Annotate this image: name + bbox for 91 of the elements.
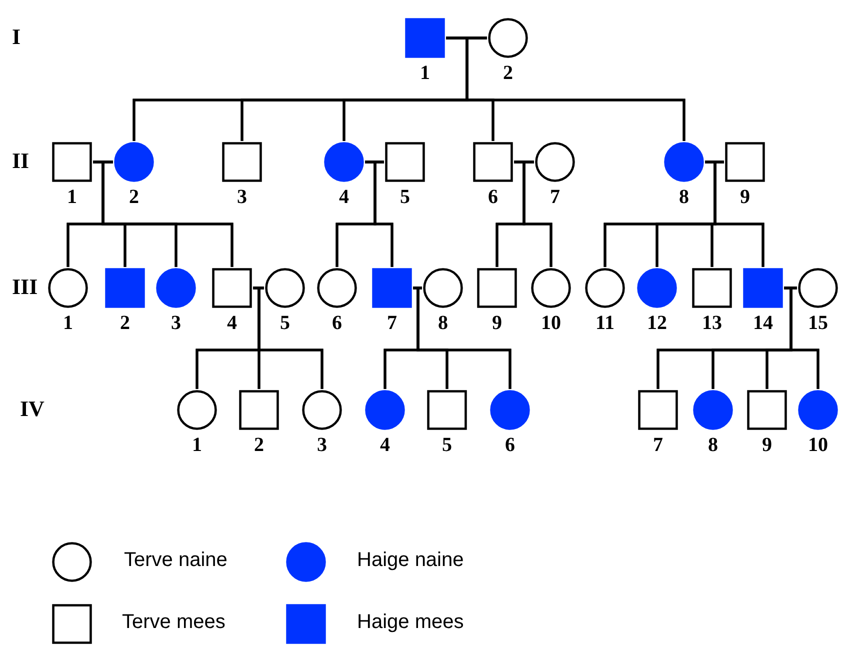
generation-label: II (12, 148, 30, 174)
male-square (472, 141, 514, 183)
individual-number: 2 (254, 434, 264, 457)
descent-line (790, 286, 820, 389)
male-square (724, 141, 766, 183)
female-circle (422, 267, 464, 309)
individual-number: 3 (317, 434, 327, 457)
male-square (426, 389, 468, 431)
individual-number: 7 (550, 186, 560, 209)
individual-number: 6 (332, 312, 342, 335)
individual-number: 10 (808, 434, 828, 457)
marriage-line (365, 160, 384, 164)
legend-label: Haige mees (357, 611, 464, 634)
individual-number: 5 (400, 186, 410, 209)
male-square (404, 17, 446, 59)
male-square (371, 267, 413, 309)
individual-number: 13 (702, 312, 722, 335)
individual-number: 10 (541, 312, 561, 335)
individual-number: 9 (762, 434, 772, 457)
male-square (221, 141, 263, 183)
male-square (104, 267, 146, 309)
female-circle (797, 267, 839, 309)
individual-number: 1 (420, 62, 430, 85)
individual-number: 3 (237, 186, 247, 209)
male-square (691, 267, 733, 309)
marriage-line (413, 286, 422, 290)
female-circle (301, 389, 343, 431)
legend-label: Terve naine (124, 549, 228, 572)
male-square (746, 389, 788, 431)
female-circle (323, 141, 365, 183)
individual-number: 11 (596, 312, 614, 335)
individual-number: 5 (442, 434, 452, 457)
male-square (476, 267, 518, 309)
marriage-line (253, 286, 264, 290)
female-circle (489, 389, 531, 431)
individual-number: 2 (503, 62, 513, 85)
individual-number: 4 (339, 186, 349, 209)
female-circle (264, 267, 306, 309)
individual-number: 14 (753, 312, 773, 335)
individual-number: 4 (227, 312, 237, 335)
individual-number: 1 (192, 434, 202, 457)
individual-number: 2 (129, 186, 139, 209)
marriage-line (93, 160, 113, 164)
female-circle (176, 389, 218, 431)
individual-number: 7 (387, 312, 397, 335)
marriage-line (705, 160, 724, 164)
individual-number: 1 (63, 312, 73, 335)
male-square (384, 141, 426, 183)
female-circle (530, 267, 572, 309)
female-circle (155, 267, 197, 309)
individual-number: 3 (171, 312, 181, 335)
marriage-line (446, 36, 487, 40)
female-circle (663, 141, 705, 183)
marriage-line (784, 286, 797, 290)
male-square (637, 389, 679, 431)
descent-line (522, 160, 552, 267)
individual-number: 15 (808, 312, 828, 335)
female-circle (487, 17, 529, 59)
individual-number: 8 (679, 186, 689, 209)
individual-number: 6 (505, 434, 515, 457)
male-square (742, 267, 784, 309)
generation-label: I (12, 24, 21, 50)
individual-number: 2 (120, 312, 130, 335)
individual-number: 4 (380, 434, 390, 457)
generation-label: IV (20, 396, 44, 422)
male-square (211, 267, 253, 309)
individual-number: 8 (438, 312, 448, 335)
generation-label: III (12, 274, 38, 300)
individual-number: 9 (492, 312, 502, 335)
male-square (238, 389, 280, 431)
female-circle (316, 267, 358, 309)
female-circle (636, 267, 678, 309)
individual-number: 5 (280, 312, 290, 335)
individual-number: 6 (488, 186, 498, 209)
male-square (51, 141, 93, 183)
female-circle (113, 141, 155, 183)
legend-label: Terve mees (122, 611, 226, 634)
individual-number: 7 (653, 434, 663, 457)
female-circle (797, 389, 839, 431)
female-circle (47, 267, 89, 309)
female-circle (692, 389, 734, 431)
female-circle (584, 267, 626, 309)
individual-number: 1 (67, 186, 77, 209)
female-circle (534, 141, 576, 183)
individual-number: 12 (647, 312, 667, 335)
marriage-line (514, 160, 534, 164)
individual-number: 8 (708, 434, 718, 457)
female-circle (364, 389, 406, 431)
individual-number: 9 (740, 186, 750, 209)
legend-label: Haige naine (357, 549, 464, 572)
descent-line (374, 160, 394, 267)
